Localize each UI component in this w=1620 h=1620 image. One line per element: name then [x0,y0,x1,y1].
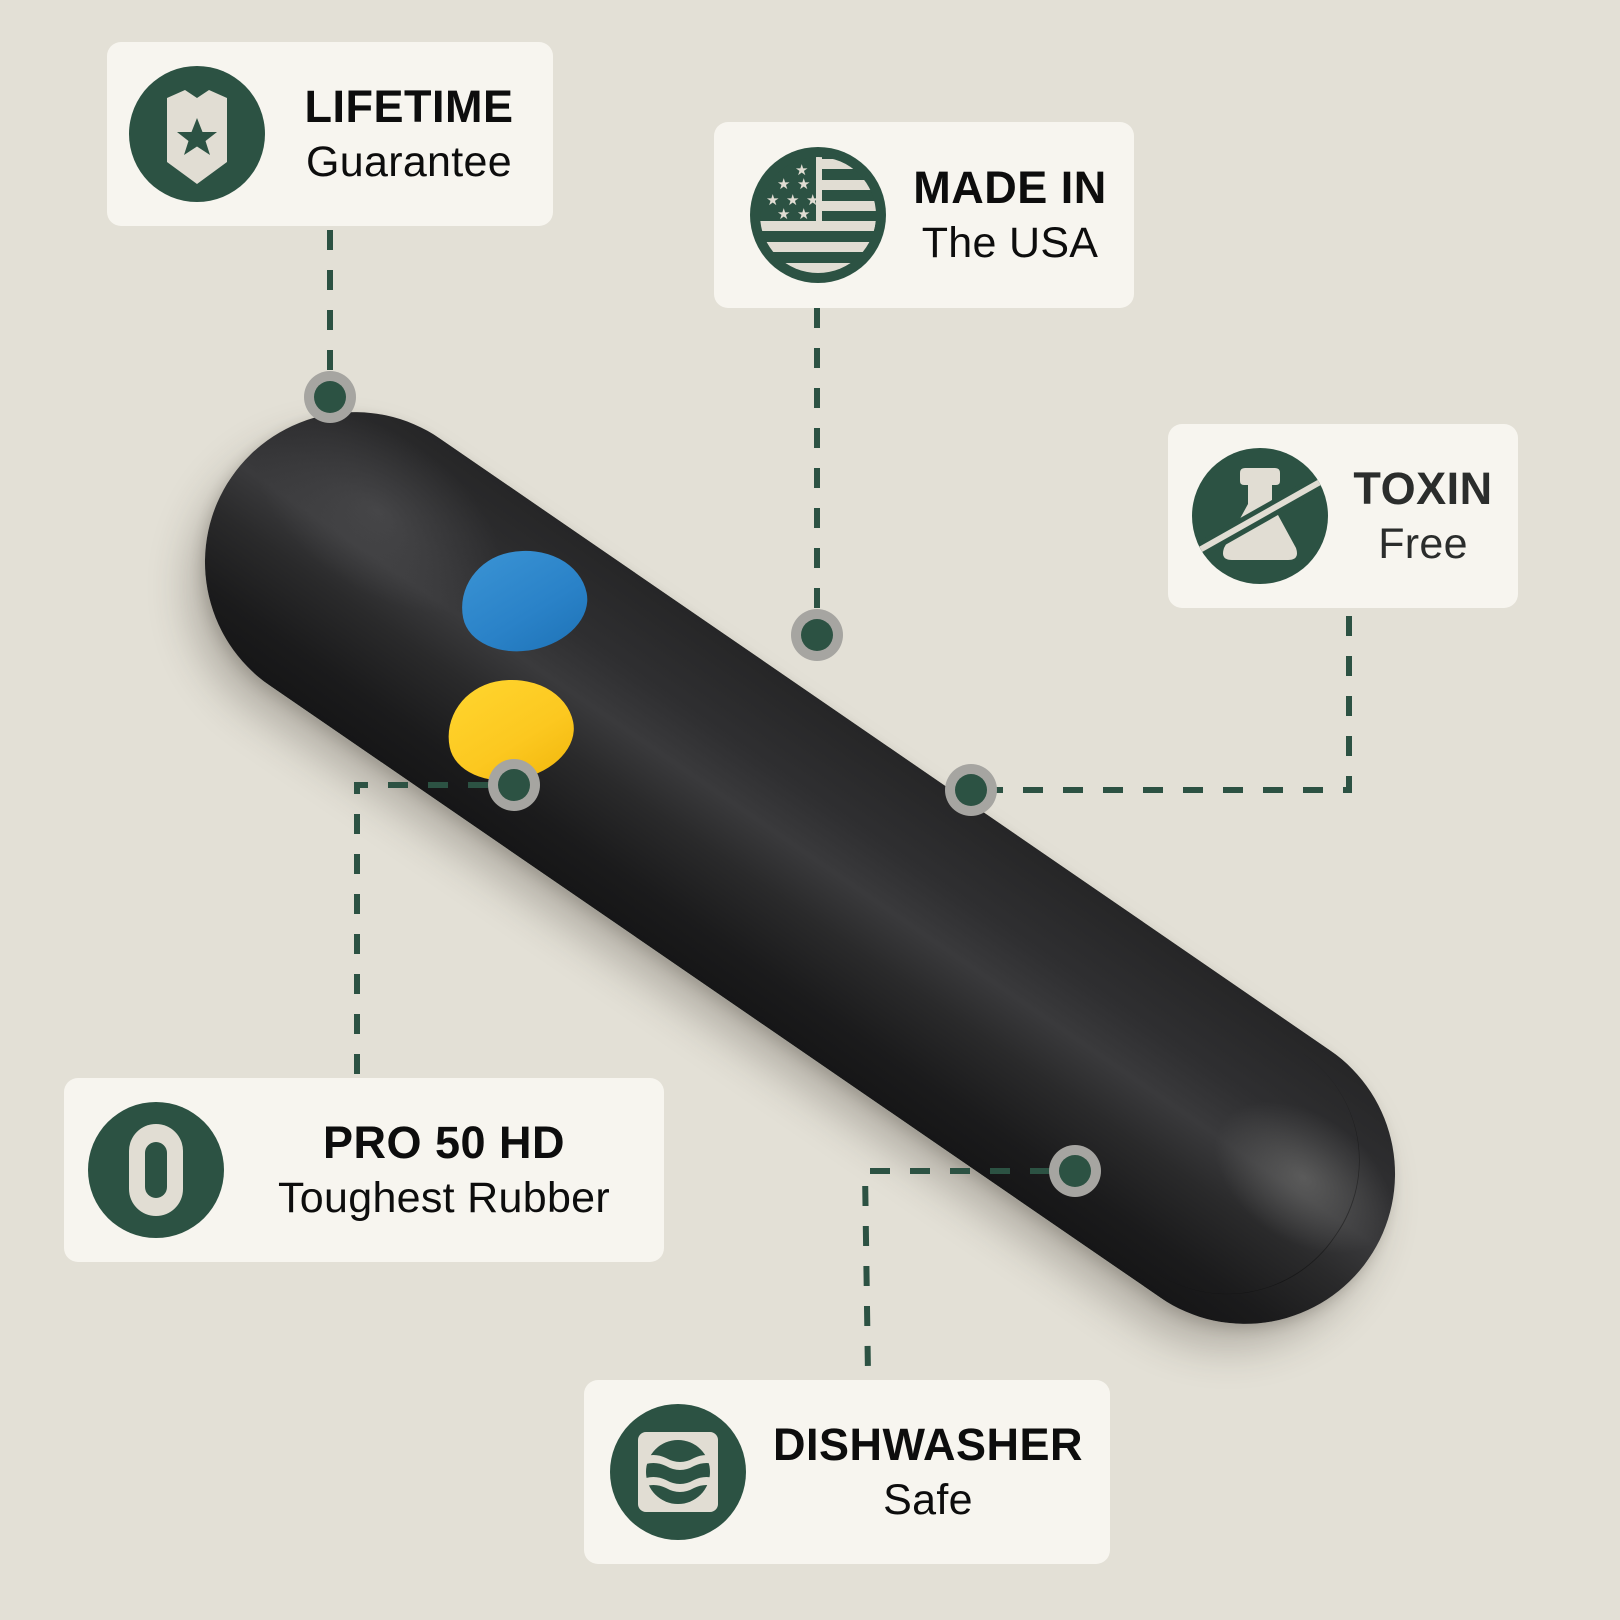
svg-text:★: ★ [806,191,819,209]
feature-subtitle: Safe [883,1476,973,1524]
hotspot-dot [1059,1155,1091,1187]
hotspot-usa[interactable] [791,609,843,661]
feature-subtitle: Guarantee [306,138,512,186]
card-text: LIFETIME Guarantee [265,84,553,184]
svg-text:★: ★ [797,175,810,193]
svg-text:★: ★ [777,175,790,193]
feature-subtitle: Free [1378,520,1468,568]
feature-subtitle: The USA [921,219,1099,267]
svg-text:★: ★ [777,205,790,223]
svg-text:★: ★ [795,161,808,179]
hotspot-dot [498,769,530,801]
feature-card-toxin: TOXIN Free [1168,424,1518,608]
feature-card-dishwasher: DISHWASHER Safe [584,1380,1110,1564]
hotspot-dot [955,774,987,806]
product-seam [1045,979,1411,1345]
feature-title: LIFETIME [304,81,514,132]
card-text: DISHWASHER Safe [746,1422,1110,1522]
blue-nub [452,539,596,663]
rubber-zero-icon [88,1102,224,1238]
feature-card-lifetime: LIFETIME Guarantee [107,42,553,226]
feature-title: MADE IN [913,162,1107,213]
no-flask-icon [1192,448,1328,584]
hotspot-toxin[interactable] [945,764,997,816]
card-text: TOXIN Free [1328,466,1518,566]
connector-toxin [994,616,1352,793]
hotspot-dish[interactable] [1049,1145,1101,1197]
shield-star-icon [129,66,265,202]
svg-text:★: ★ [786,191,799,209]
feature-card-usa: ★ ★ ★ ★ ★ ★ ★ ★ MADE IN The USA [714,122,1134,308]
connector-pro [354,782,488,1075]
us-flag-icon: ★ ★ ★ ★ ★ ★ ★ ★ [750,147,886,283]
svg-text:★: ★ [797,205,810,223]
feature-card-pro-50-hd: PRO 50 HD Toughest Rubber [64,1078,664,1262]
hotspot-lifetime[interactable] [304,371,356,423]
feature-title: DISHWASHER [772,1419,1084,1470]
svg-text:★: ★ [766,191,779,209]
hotspot-dot [314,381,346,413]
hotspot-pro[interactable] [488,759,540,811]
feature-title: TOXIN [1353,463,1493,514]
card-text: PRO 50 HD Toughest Rubber [224,1120,664,1220]
hotspot-dot [801,619,833,651]
feature-subtitle: Toughest Rubber [278,1174,610,1222]
feature-title: PRO 50 HD [322,1117,566,1168]
water-waves-icon [610,1404,746,1540]
card-text: MADE IN The USA [886,165,1134,265]
